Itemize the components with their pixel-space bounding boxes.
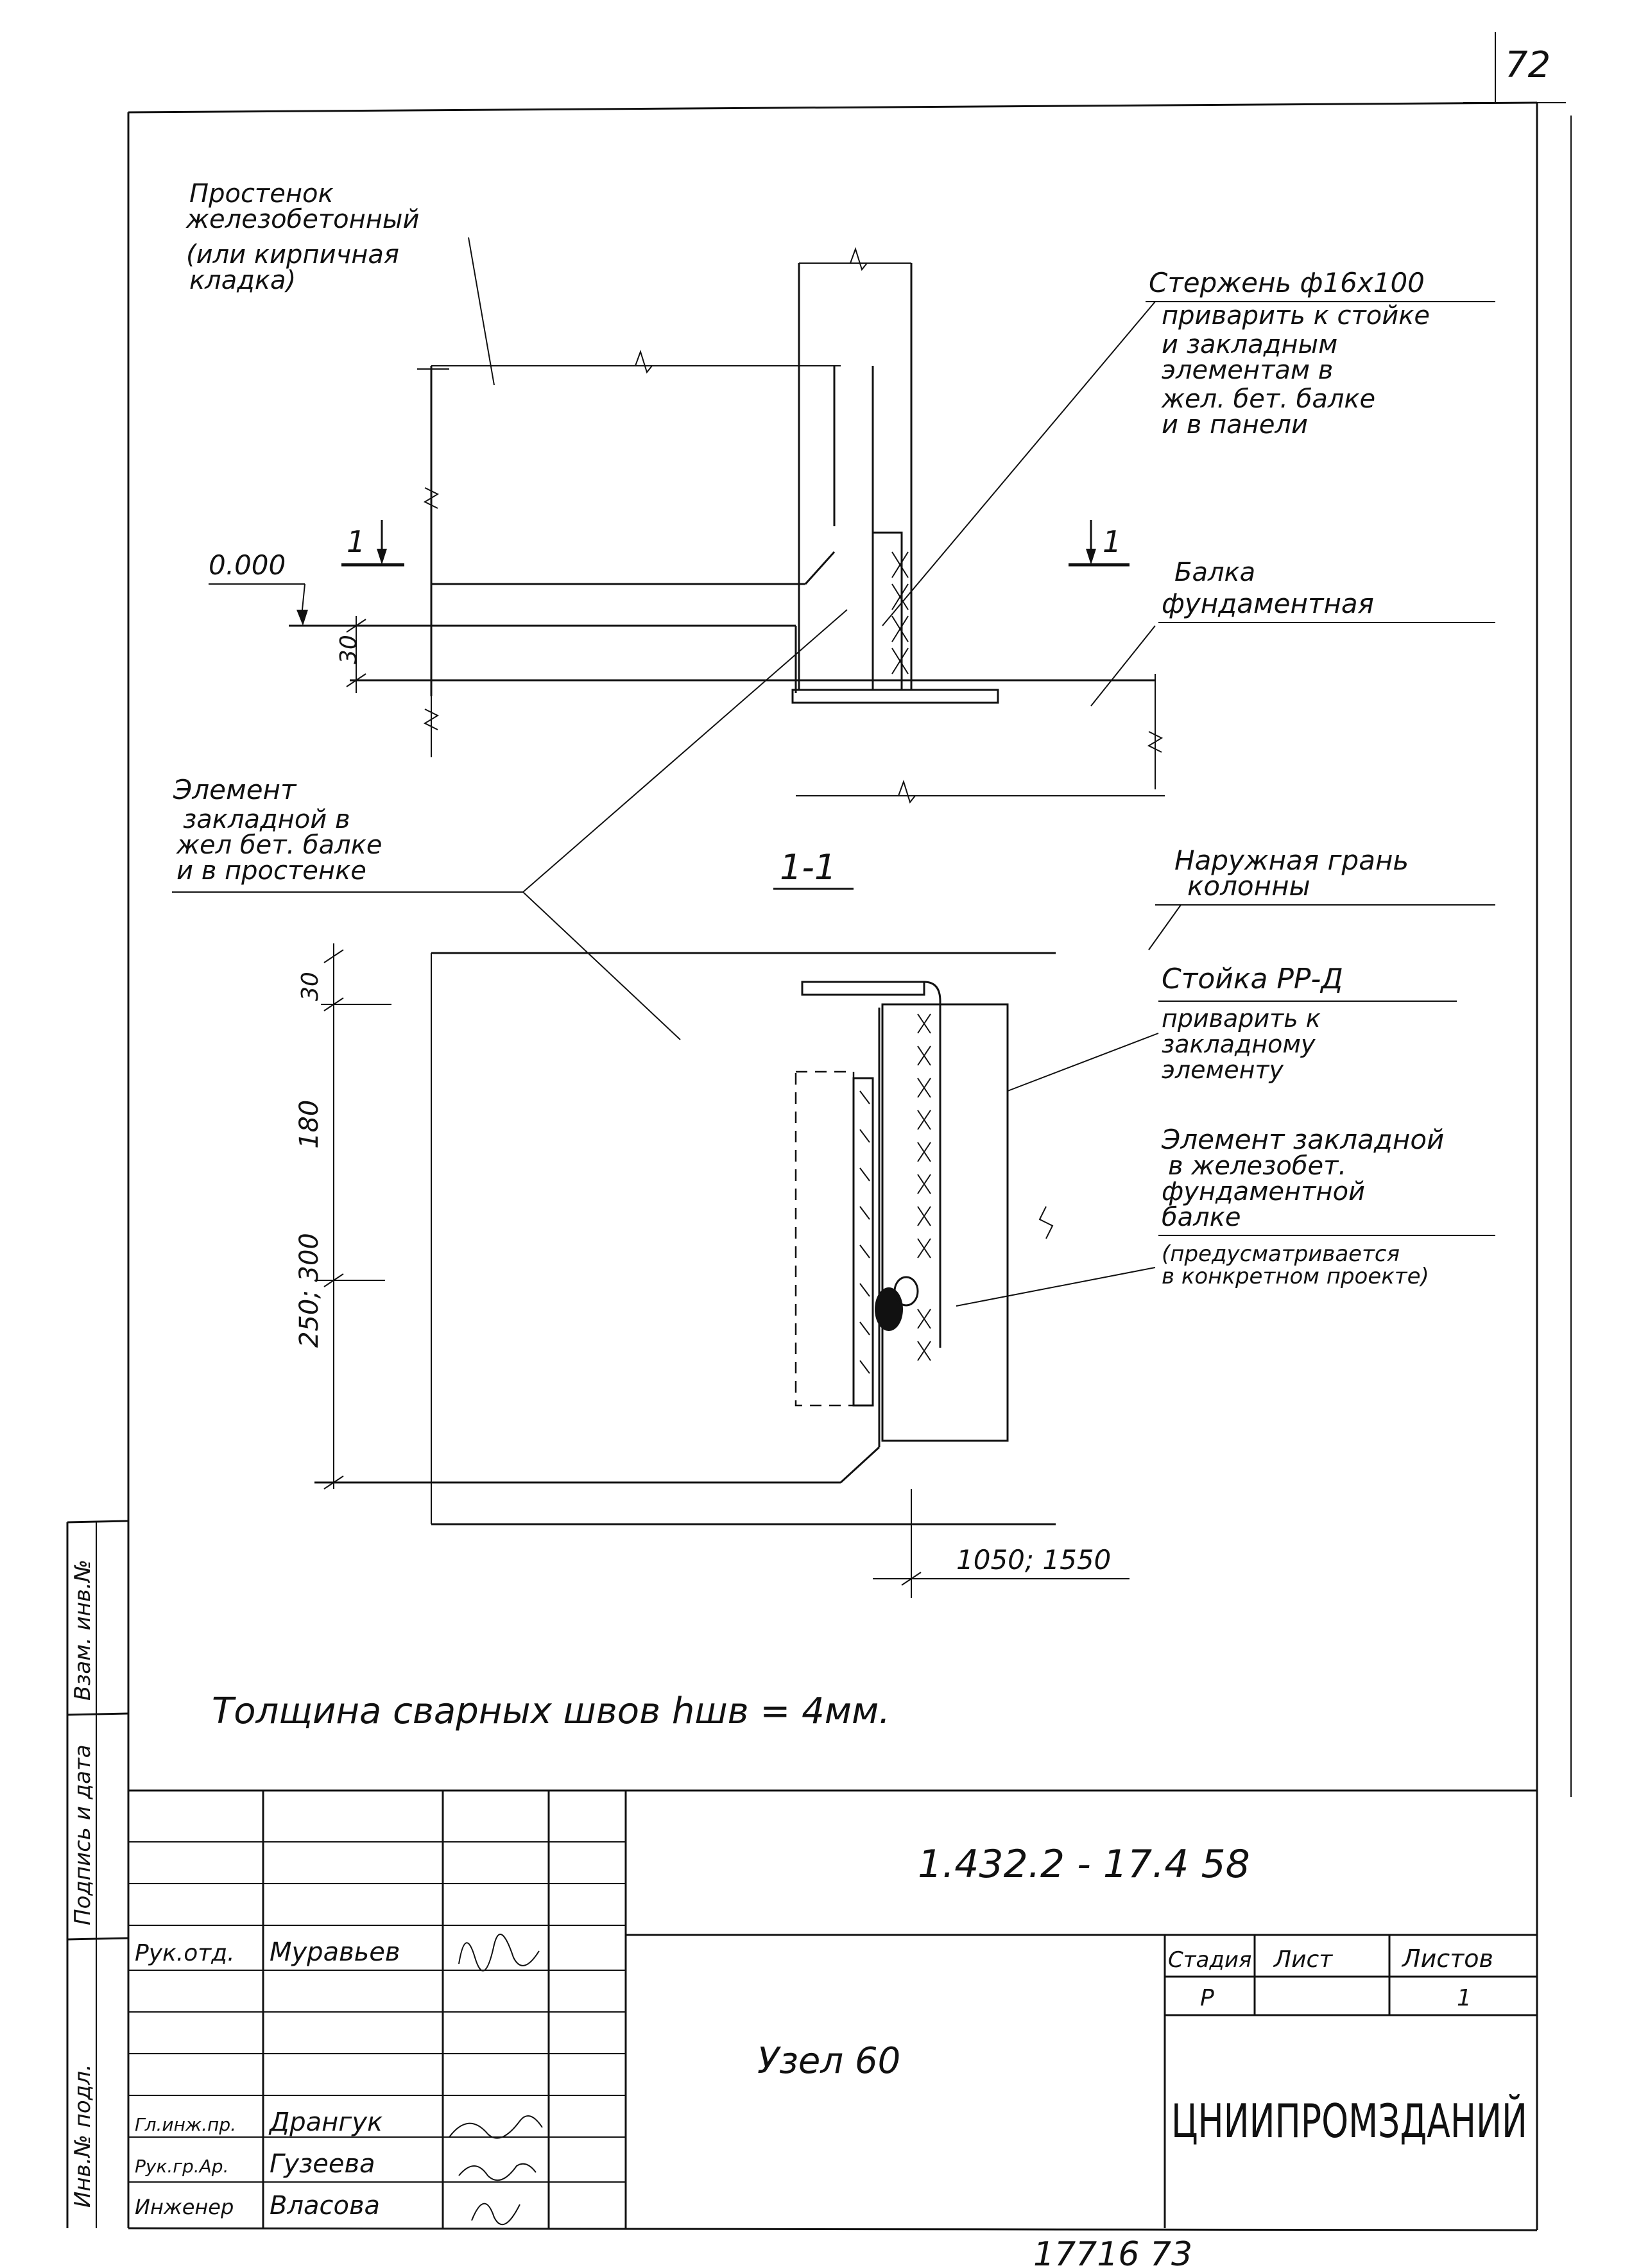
section-view bbox=[314, 943, 1130, 1598]
svg-text:1: 1 bbox=[1457, 1985, 1472, 2011]
svg-text:Гузеева: Гузеева bbox=[270, 2149, 375, 2179]
svg-text:и закладным: и закладным bbox=[1162, 330, 1337, 359]
level-mark: 0.000 bbox=[209, 549, 286, 581]
label-naruzhnaya: Наружная грань колонны bbox=[1148, 845, 1495, 950]
svg-text:Элемент: Элемент bbox=[173, 774, 297, 805]
document-code: 1.432.2 - 17.4 58 bbox=[918, 1842, 1250, 1887]
svg-text:Дрангук: Дрангук bbox=[268, 2108, 382, 2137]
svg-text:жел. бет. балке: жел. бет. балке bbox=[1161, 384, 1375, 414]
svg-text:Лист: Лист bbox=[1273, 1946, 1333, 1973]
elevation-view bbox=[209, 246, 1165, 804]
svg-text:Власова: Власова bbox=[270, 2191, 380, 2221]
svg-text:закладному: закладному bbox=[1162, 1030, 1316, 1058]
svg-text:(или кирпичная: (или кирпичная bbox=[186, 240, 399, 270]
dimension-250-300: 250; 300 bbox=[295, 1233, 324, 1348]
svg-text:в железобет.: в железобет. bbox=[1168, 1151, 1346, 1181]
dimension-30: 30 bbox=[297, 972, 323, 1001]
svg-text:фундаментной: фундаментной bbox=[1162, 1177, 1365, 1207]
svg-text:Наружная грань: Наружная грань bbox=[1174, 845, 1409, 876]
title-block bbox=[128, 1789, 1537, 2228]
svg-text:(предусматривается: (предусматривается bbox=[1162, 1241, 1400, 1267]
dimension-180: 180 bbox=[295, 1100, 324, 1149]
svg-text:Гл.инж.пр.: Гл.инж.пр. bbox=[135, 2114, 236, 2135]
label-stoika: Стойка РР-Д приварить к закладному элеме… bbox=[1007, 963, 1457, 1092]
footer-number: 17716 73 bbox=[1033, 2235, 1192, 2268]
svg-text:приварить к стойке: приварить к стойке bbox=[1162, 301, 1430, 331]
svg-text:Элемент закладной: Элемент закладной bbox=[1161, 1124, 1444, 1155]
svg-text:Рук.гр.Ар.: Рук.гр.Ар. bbox=[135, 2156, 228, 2177]
svg-text:Подпись и дата: Подпись и дата bbox=[70, 1744, 96, 1925]
svg-text:Простенок: Простенок bbox=[189, 179, 334, 209]
svg-text:жел бет. балке: жел бет. балке bbox=[176, 830, 382, 860]
svg-text:и в простенке: и в простенке bbox=[176, 856, 366, 886]
svg-text:элементам в: элементам в bbox=[1162, 356, 1333, 385]
svg-text:Рук.отд.: Рук.отд. bbox=[135, 1940, 235, 1966]
svg-text:колонны: колонны bbox=[1187, 870, 1310, 902]
sheet-number: 72 bbox=[1505, 44, 1550, 86]
label-prostenok: Простенок железобетонный (или кирпичная … bbox=[185, 179, 495, 386]
svg-text:железобетонный: железобетонный bbox=[185, 205, 420, 234]
dimension-30-top: 30 bbox=[336, 635, 362, 664]
svg-text:Стадия: Стадия bbox=[1168, 1947, 1251, 1973]
label-element-fundament: Элемент закладной в железобет. фундамент… bbox=[956, 1124, 1495, 1307]
svg-text:Стержень ф16х100: Стержень ф16х100 bbox=[1149, 267, 1425, 298]
svg-text:Балка: Балка bbox=[1174, 558, 1255, 587]
signatures-table: Рук.отд. Муравьев Гл.инж.пр. Дрангук Рук… bbox=[135, 1934, 543, 2226]
dimension-1050-1550: 1050; 1550 bbox=[956, 1544, 1111, 1576]
weld-thickness-note: Толщина сварных швов hшв = 4мм. bbox=[212, 1690, 890, 1732]
svg-text:фундаментная: фундаментная bbox=[1162, 588, 1374, 619]
side-stamp: Взам. инв.№ Подпись и дата Инв.№ подл. bbox=[66, 1520, 129, 2228]
svg-text:Инженер: Инженер bbox=[135, 2195, 234, 2219]
organization-name: ЦНИИПРОМЗДАНИЙ bbox=[1171, 2094, 1527, 2148]
section-mark-right: 1 bbox=[1103, 524, 1121, 559]
svg-text:Р: Р bbox=[1200, 1985, 1214, 2011]
label-element-zakladnoi: Элемент закладной в жел бет. балке и в п… bbox=[172, 609, 848, 1040]
drawing-title: Узел 60 bbox=[757, 2040, 900, 2082]
svg-text:балке: балке bbox=[1162, 1203, 1241, 1232]
sheet-frame bbox=[127, 32, 1572, 2231]
svg-text:в конкретном проекте): в конкретном проекте) bbox=[1162, 1264, 1429, 1289]
stage-sheet-table: Стадия Лист Листов Р 1 bbox=[1168, 1945, 1493, 2011]
svg-text:кладка): кладка) bbox=[189, 266, 296, 295]
section-title: 1-1 bbox=[780, 847, 836, 888]
svg-text:Инв.№ подл.: Инв.№ подл. bbox=[70, 2064, 96, 2208]
svg-text:Стойка РР-Д: Стойка РР-Д bbox=[1162, 963, 1343, 995]
svg-text:Муравьев: Муравьев bbox=[270, 1937, 400, 1967]
label-sterzhen: Стержень ф16х100 приварить к стойке и за… bbox=[882, 267, 1495, 626]
svg-text:приварить к: приварить к bbox=[1162, 1004, 1321, 1033]
svg-text:закладной в: закладной в bbox=[183, 805, 350, 834]
section-mark-left: 1 bbox=[347, 524, 365, 559]
label-balka: Балка фундаментная bbox=[1090, 558, 1495, 707]
svg-text:и в панели: и в панели bbox=[1162, 410, 1308, 440]
svg-text:Листов: Листов bbox=[1401, 1945, 1493, 1973]
svg-text:элементу: элементу bbox=[1162, 1056, 1284, 1084]
svg-text:Взам. инв.№: Взам. инв.№ bbox=[70, 1559, 96, 1701]
